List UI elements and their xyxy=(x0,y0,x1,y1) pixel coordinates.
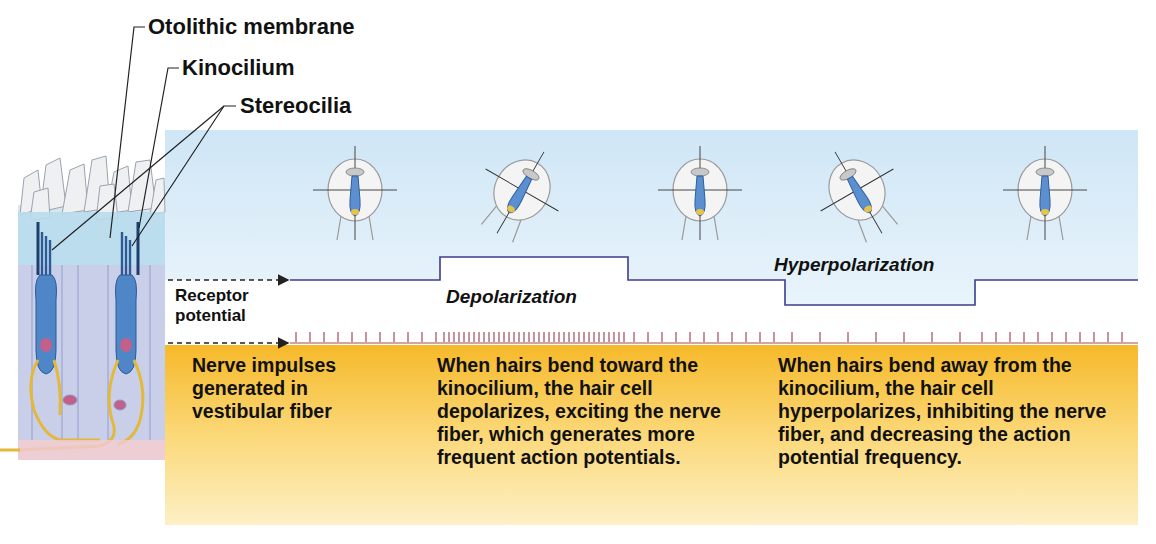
action-potential-tick xyxy=(618,332,619,342)
action-potential-tick xyxy=(1051,332,1052,342)
action-potential-tick xyxy=(847,332,848,342)
action-potential-tick xyxy=(568,332,569,342)
action-potential-tick xyxy=(548,332,549,342)
action-potential-tick xyxy=(337,332,338,342)
action-potential-tick xyxy=(498,332,499,342)
action-potential-tick xyxy=(703,332,704,342)
action-potential-tick xyxy=(1037,332,1038,342)
action-potential-tick xyxy=(488,332,489,342)
action-potential-tick xyxy=(435,332,436,342)
action-potential-tick xyxy=(478,332,479,342)
action-potential-tick xyxy=(875,332,876,342)
action-potential-tick xyxy=(623,332,624,342)
part-label: Otolithic membrane xyxy=(148,14,355,39)
action-potential-tick xyxy=(613,332,614,342)
action-potential-tick xyxy=(583,332,584,342)
action-potential-tick xyxy=(421,332,422,342)
action-potential-tick xyxy=(448,332,449,342)
action-potential-tick xyxy=(745,332,746,342)
action-potential-tick xyxy=(588,332,589,342)
action-potential-tick xyxy=(608,332,609,342)
action-potential-tick xyxy=(538,332,539,342)
action-potential-tick xyxy=(513,332,514,342)
action-potential-tick xyxy=(759,332,760,342)
action-potential-tick xyxy=(1065,332,1066,342)
explanation-text: When hairs bend toward the kinocilium, t… xyxy=(437,354,762,469)
action-potential-tick xyxy=(981,332,982,342)
action-potential-tick xyxy=(773,332,774,342)
action-potential-tick xyxy=(578,332,579,342)
action-potential-tick xyxy=(1093,332,1094,342)
row-label: Nerve impulses generated in vestibular f… xyxy=(192,354,402,423)
action-potential-tick xyxy=(959,332,960,342)
action-potential-tick xyxy=(295,332,296,342)
part-label: Stereocilia xyxy=(240,93,351,118)
action-potential-tick xyxy=(689,332,690,342)
action-potential-tick xyxy=(558,332,559,342)
action-potential-tick xyxy=(493,332,494,342)
action-potential-tick xyxy=(1121,332,1122,342)
description-band: Nerve impulses generated in vestibular f… xyxy=(165,345,1138,525)
action-potential-tick xyxy=(458,332,459,342)
action-potential-tick xyxy=(598,332,599,342)
axis-label: Receptor potential xyxy=(175,286,280,326)
action-potential-tick xyxy=(351,332,352,342)
action-potential-tick xyxy=(819,332,820,342)
action-potential-tick xyxy=(603,332,604,342)
action-potential-tick xyxy=(508,332,509,342)
action-potential-tick xyxy=(1009,332,1010,342)
action-potential-tick xyxy=(543,332,544,342)
action-potential-tick xyxy=(633,332,634,342)
action-potential-tick xyxy=(1107,332,1108,342)
action-potential-tick xyxy=(593,332,594,342)
action-potential-tick xyxy=(518,332,519,342)
action-potential-tick xyxy=(473,332,474,342)
action-potential-tick xyxy=(393,332,394,342)
action-potential-tick xyxy=(1023,332,1024,342)
action-potential-tick xyxy=(468,332,469,342)
action-potential-tick xyxy=(563,332,564,342)
action-potential-tick xyxy=(731,332,732,342)
action-potential-tick xyxy=(931,332,932,342)
action-potential-tick xyxy=(503,332,504,342)
action-potential-tick xyxy=(528,332,529,342)
action-potential-tick xyxy=(675,332,676,342)
action-potential-tick xyxy=(533,332,534,342)
action-potential-tick xyxy=(661,332,662,342)
action-potential-tick xyxy=(553,332,554,342)
action-potential-tick xyxy=(407,332,408,342)
action-potential-tick xyxy=(573,332,574,342)
state-label: Hyperpolarization xyxy=(774,254,934,276)
action-potential-tick xyxy=(995,332,996,342)
action-potential-tick xyxy=(443,332,444,342)
action-potential-tick xyxy=(1079,332,1080,342)
action-potential-tick xyxy=(483,332,484,342)
action-potential-tick xyxy=(365,332,366,342)
action-potential-tick xyxy=(463,332,464,342)
state-label: Depolarization xyxy=(446,286,577,308)
action-potential-tick xyxy=(903,332,904,342)
explanation-text: When hairs bend away from the kinocilium… xyxy=(778,354,1130,469)
action-potential-tick xyxy=(523,332,524,342)
action-potential-tick xyxy=(323,332,324,342)
part-label: Kinocilium xyxy=(182,55,294,80)
action-potential-tick xyxy=(791,332,792,342)
action-potential-tick xyxy=(647,332,648,342)
action-potential-tick xyxy=(379,332,380,342)
action-potential-tick xyxy=(453,332,454,342)
action-potential-tick xyxy=(309,332,310,342)
action-potential-tick xyxy=(717,332,718,342)
